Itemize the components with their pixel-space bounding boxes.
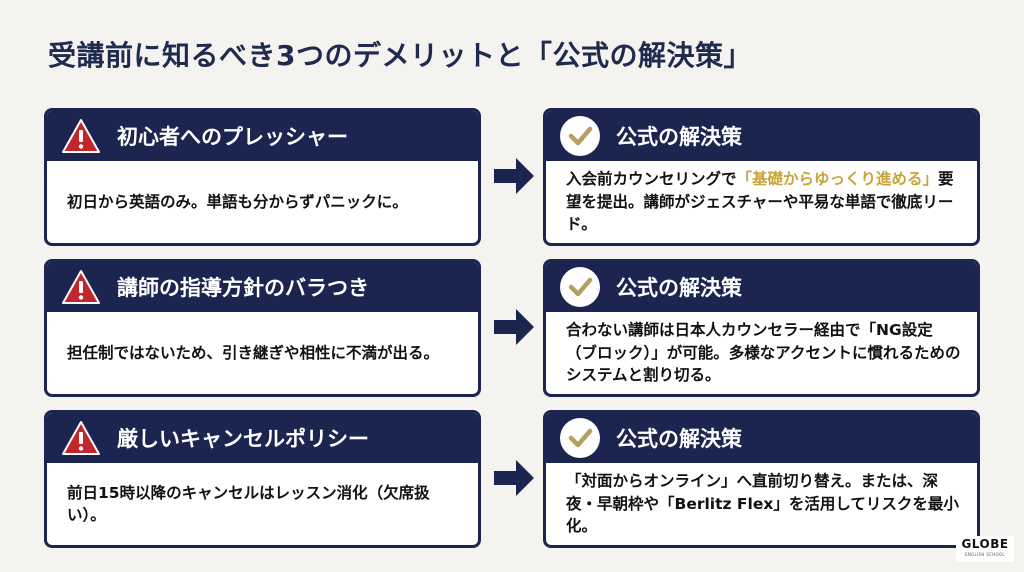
problem-card-3: 厳しいキャンセルポリシー 前日15時以降のキャンセルはレッスン消化（欠席扱い）。 — [44, 410, 481, 548]
problem-body: 初日から英語のみ。単語も分からずパニックに。 — [67, 161, 462, 243]
solution-text: 合わない講師は日本人カウンセラー経由で「NG設定 （ブロック）」が可能。多様なア… — [566, 319, 961, 386]
solution-card-3: 公式の解決策 「対面からオンライン」へ直前切り替え。または、深夜・早朝枠や「Be… — [543, 410, 980, 548]
solution-card-2: 公式の解決策 合わない講師は日本人カウンセラー経由で「NG設定 （ブロック）」が… — [543, 259, 980, 397]
arrow-right-icon — [494, 309, 534, 345]
page-title: 受講前に知るべき3つのデメリットと「公式の解決策」 — [48, 39, 752, 72]
problem-card-2: 講師の指導方針のバラつき 担任制ではないため、引き継ぎや相性に不満が出る。 — [44, 259, 481, 397]
solution-heading: 公式の解決策 — [616, 276, 742, 300]
problem-heading: 初心者へのプレッシャー — [117, 125, 348, 149]
globe-logo: GLOBE ENGLISH SCHOOL — [956, 536, 1014, 562]
problem-text: 初日から英語のみ。単語も分からずパニックに。 — [67, 192, 408, 211]
check-icon — [560, 267, 600, 307]
solution-body: 合わない講師は日本人カウンセラー経由で「NG設定 （ブロック）」が可能。多様なア… — [566, 312, 961, 394]
solution-text: 「対面からオンライン」へ直前切り替え。または、深夜・早朝枠や「Berlitz F… — [566, 470, 961, 537]
solution-text-after: 要望を提出。講師がジェスチャーや平易な単語で徹底リード。 — [566, 170, 954, 234]
solution-header: 公式の解決策 — [546, 413, 977, 463]
warning-icon — [62, 421, 100, 455]
solution-text-before: 合わない講師は日本人カウンセラー経由で「NG設定 （ブロック）」が可能。多様なア… — [566, 321, 961, 385]
solution-text: 入会前カウンセリングで「基礎からゆっくり進める」要望を提出。講師がジェスチャーや… — [566, 168, 961, 235]
problem-text: 担任制ではないため、引き継ぎや相性に不満が出る。 — [67, 343, 440, 362]
problem-card-1: 初心者へのプレッシャー 初日から英語のみ。単語も分からずパニックに。 — [44, 108, 481, 246]
solution-header: 公式の解決策 — [546, 262, 977, 312]
solution-card-1: 公式の解決策 入会前カウンセリングで「基礎からゆっくり進める」要望を提出。講師が… — [543, 108, 980, 246]
problem-text: 前日15時以降のキャンセルはレッスン消化（欠席扱い）。 — [67, 483, 430, 524]
warning-icon — [62, 270, 100, 304]
solution-heading: 公式の解決策 — [616, 125, 742, 149]
problem-body: 担任制ではないため、引き継ぎや相性に不満が出る。 — [67, 312, 462, 394]
warning-icon — [62, 119, 100, 153]
solution-body: 入会前カウンセリングで「基礎からゆっくり進める」要望を提出。講師がジェスチャーや… — [566, 161, 961, 243]
solution-body: 「対面からオンライン」へ直前切り替え。または、深夜・早朝枠や「Berlitz F… — [566, 463, 961, 545]
solution-heading: 公式の解決策 — [616, 427, 742, 451]
problem-header: 初心者へのプレッシャー — [47, 111, 478, 161]
problem-header: 講師の指導方針のバラつき — [47, 262, 478, 312]
problem-heading: 講師の指導方針のバラつき — [117, 276, 369, 300]
arrow-right-icon — [494, 460, 534, 496]
solution-text-before: 「対面からオンライン」へ直前切り替え。または、深夜・早朝枠や「Berlitz F… — [566, 472, 959, 536]
solution-text-highlight: 「基礎からゆっくり進める」 — [736, 170, 939, 189]
check-icon — [560, 116, 600, 156]
problem-heading: 厳しいキャンセルポリシー — [117, 427, 369, 451]
problem-header: 厳しいキャンセルポリシー — [47, 413, 478, 463]
arrow-right-icon — [494, 158, 534, 194]
solution-header: 公式の解決策 — [546, 111, 977, 161]
logo-sub: ENGLISH SCHOOL — [965, 552, 1005, 557]
check-icon — [560, 418, 600, 458]
logo-main: GLOBE — [961, 537, 1009, 551]
problem-body: 前日15時以降のキャンセルはレッスン消化（欠席扱い）。 — [67, 463, 462, 545]
solution-text-before: 入会前カウンセリングで — [566, 170, 737, 189]
